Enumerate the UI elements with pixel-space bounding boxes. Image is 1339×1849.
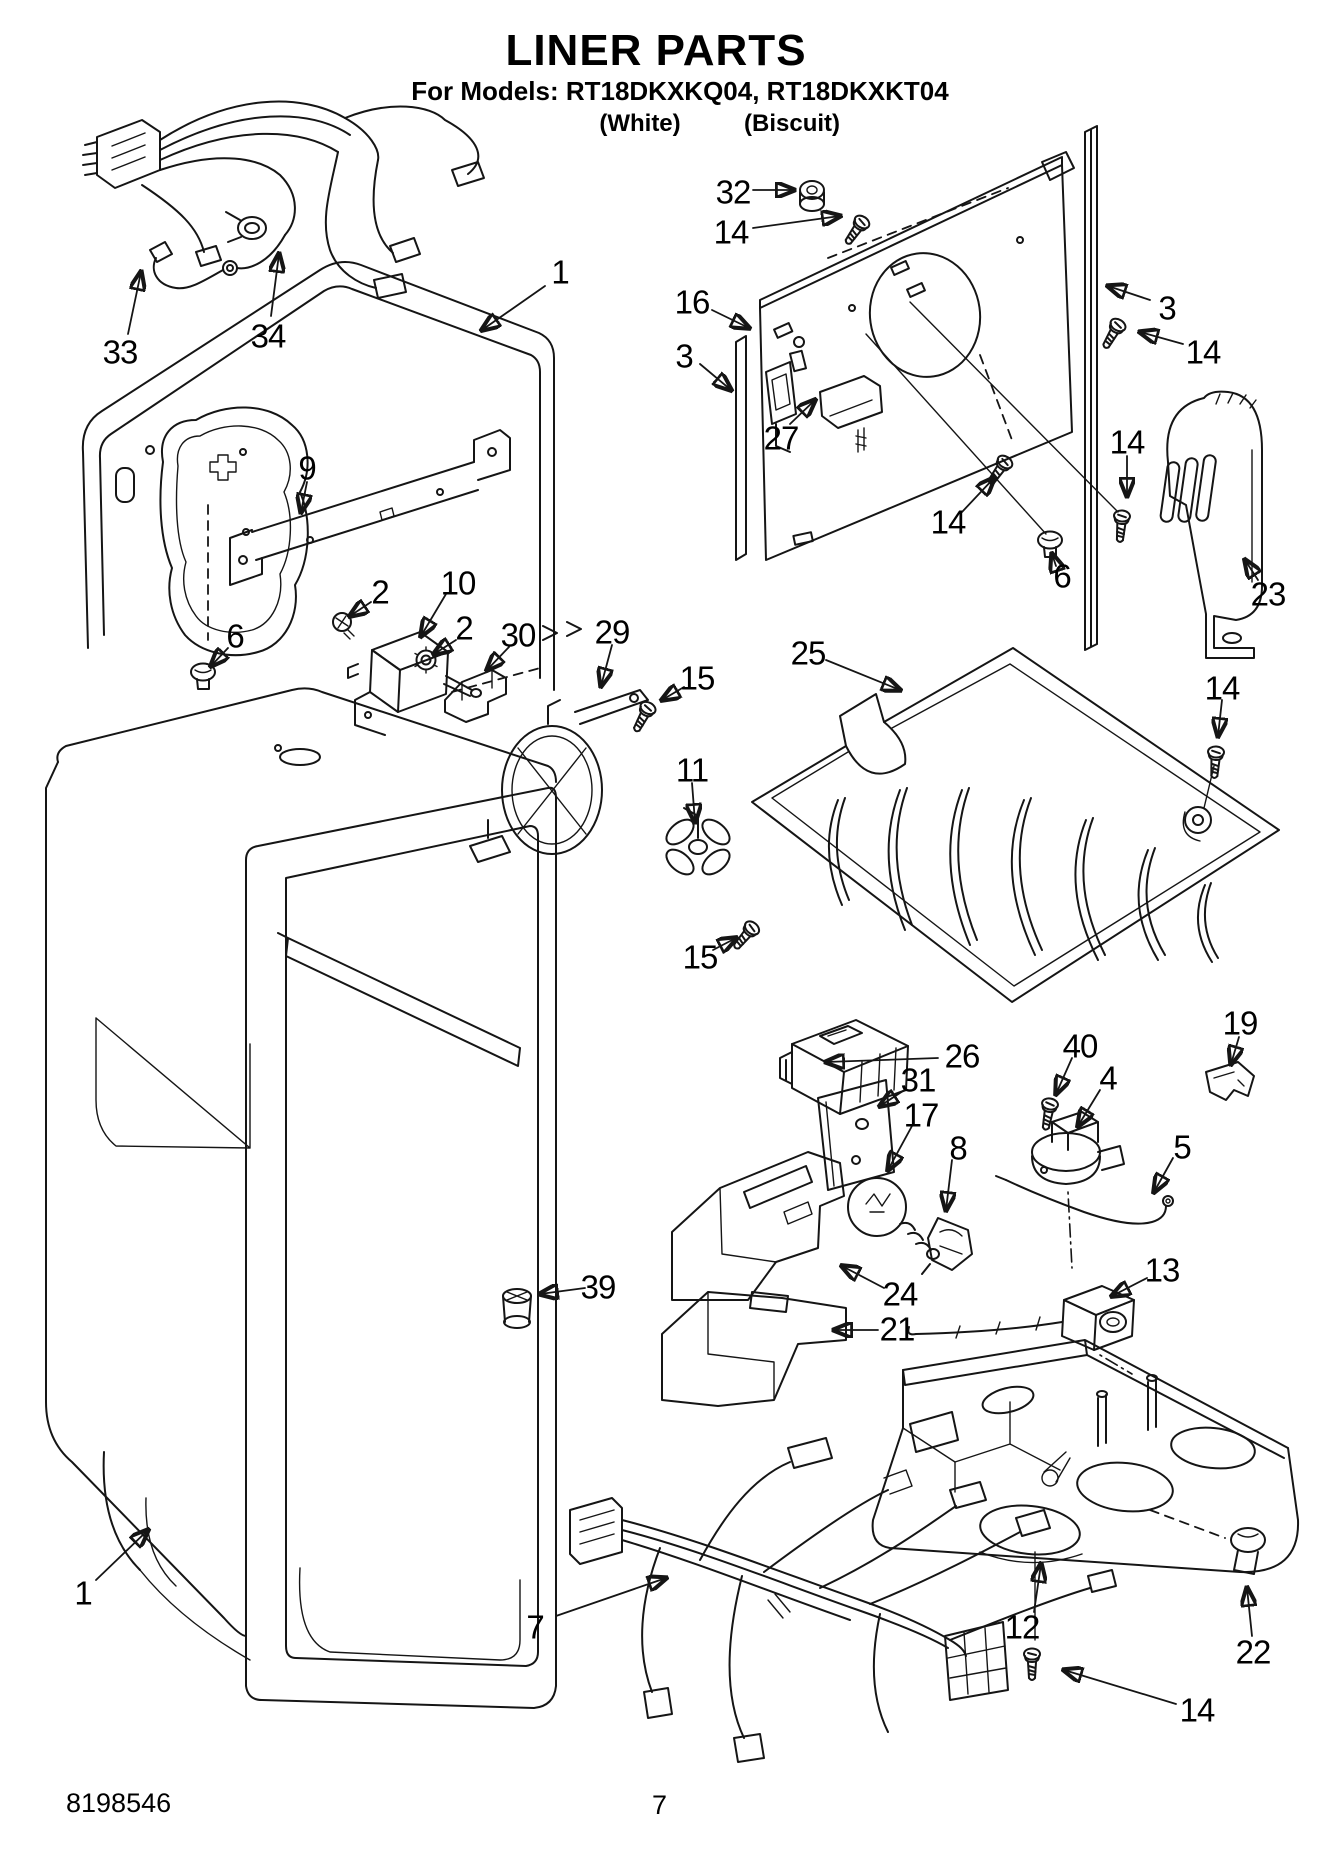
clip-19	[1205, 1061, 1255, 1101]
part-callout-19-32: 19	[1222, 1004, 1259, 1042]
screw-14d	[1110, 508, 1132, 544]
part-callout-6-11: 6	[1053, 557, 1071, 595]
part-callout-24-35: 24	[882, 1275, 919, 1313]
screw-15b	[728, 917, 763, 955]
models-line: For Models: RT18DKXKQ04, RT18DKXKT04	[411, 76, 949, 106]
wire-harness-bottom	[569, 1437, 1117, 1763]
color-variant-white: (White)	[599, 110, 681, 137]
overload-relay-4	[1031, 1111, 1125, 1269]
part-callout-29-19: 29	[594, 613, 631, 651]
part-callout-6-24: 6	[226, 617, 244, 655]
part-callout-1-42: 1	[74, 1574, 92, 1612]
bulb-socket-8	[921, 1217, 973, 1275]
plug-6a	[190, 662, 216, 690]
screw-14a	[839, 211, 873, 249]
handle-27	[819, 375, 883, 453]
trim-strip-3-right	[1084, 125, 1098, 651]
part-callout-12-38: 12	[1004, 1608, 1041, 1646]
back-panel-16	[759, 151, 1119, 561]
screw-14e	[1205, 744, 1226, 780]
screw-14b	[1097, 315, 1129, 353]
part-callout-30-18: 30	[500, 616, 537, 654]
part-callout-4-31: 4	[1099, 1059, 1117, 1097]
part-callout-40-30: 40	[1062, 1027, 1099, 1065]
part-callout-14-9: 14	[1185, 333, 1222, 371]
light-bulb-17	[847, 1177, 940, 1260]
fan-blade-11	[665, 807, 731, 876]
part-callout-33-0: 33	[102, 333, 139, 371]
air-duct-23	[1159, 390, 1263, 659]
upper-liner	[81, 260, 555, 691]
part-callout-3-6: 3	[675, 337, 693, 375]
part-callout-16-5: 16	[674, 283, 711, 321]
part-callout-7-41: 7	[526, 1608, 544, 1646]
part-callout-9-14: 9	[298, 449, 316, 487]
shelf-support-21	[661, 1291, 847, 1407]
screw-2a	[332, 612, 355, 640]
trim-strip-3-left	[735, 335, 747, 561]
defrost-thermostat-13	[907, 1285, 1135, 1375]
part-callout-17-28: 17	[903, 1096, 940, 1134]
part-callout-15-20: 15	[679, 659, 716, 697]
color-variant-biscuit: (Biscuit)	[744, 110, 840, 137]
part-callout-39-37: 39	[580, 1268, 617, 1306]
part-callout-23-13: 23	[1250, 575, 1287, 613]
part-callout-14-10: 14	[930, 503, 967, 541]
heater-wire-5	[995, 1175, 1174, 1225]
part-callout-13-34: 13	[1144, 1251, 1181, 1289]
page-title: LINER PARTS	[505, 26, 807, 75]
wire-harness-top	[82, 100, 485, 299]
part-callout-5-33: 5	[1173, 1128, 1191, 1166]
part-callout-3-8: 3	[1158, 289, 1176, 327]
part-callout-1-2: 1	[551, 253, 569, 291]
part-callout-11-23: 11	[675, 751, 709, 789]
leader-arrows	[95, 190, 1258, 1705]
part-callout-21-36: 21	[879, 1310, 916, 1348]
part-callout-32-3: 32	[715, 173, 752, 211]
drain-tray-12	[871, 1339, 1300, 1641]
part-callout-2-15: 2	[371, 573, 389, 611]
grommet-32	[799, 180, 825, 212]
plug-6b	[1037, 530, 1063, 558]
cover-plate-31	[817, 1079, 895, 1191]
part-callout-14-40: 14	[1179, 1691, 1216, 1729]
roller-39	[502, 1288, 532, 1329]
part-callout-34-1: 34	[250, 317, 287, 355]
document-number: 8198546	[66, 1788, 172, 1818]
part-callout-27-7: 27	[763, 419, 800, 457]
part-callout-14-4: 14	[713, 213, 750, 251]
part-callout-31-27: 31	[900, 1061, 937, 1099]
part-callout-15-25: 15	[682, 938, 719, 976]
bracket-9	[229, 429, 511, 586]
screw-40	[1036, 1096, 1060, 1132]
chevron-marks	[451, 621, 582, 693]
fan-shroud-29	[469, 689, 649, 863]
shelf-support-24	[671, 1151, 845, 1301]
part-callout-2-17: 2	[455, 609, 473, 647]
screw-14f	[1023, 1647, 1041, 1681]
part-callout-14-12: 14	[1109, 423, 1146, 461]
part-callout-8-29: 8	[949, 1129, 967, 1167]
part-callout-22-39: 22	[1235, 1633, 1272, 1671]
part-callout-10-16: 10	[440, 564, 477, 602]
part-callout-14-22: 14	[1204, 669, 1241, 707]
grommet-22	[1230, 1527, 1266, 1575]
part-callout-25-21: 25	[790, 634, 827, 672]
part-callout-26-26: 26	[944, 1037, 981, 1075]
evaporator-tray-25	[751, 647, 1280, 1003]
page-number: 7	[652, 1790, 668, 1820]
lower-liner	[45, 687, 557, 1709]
